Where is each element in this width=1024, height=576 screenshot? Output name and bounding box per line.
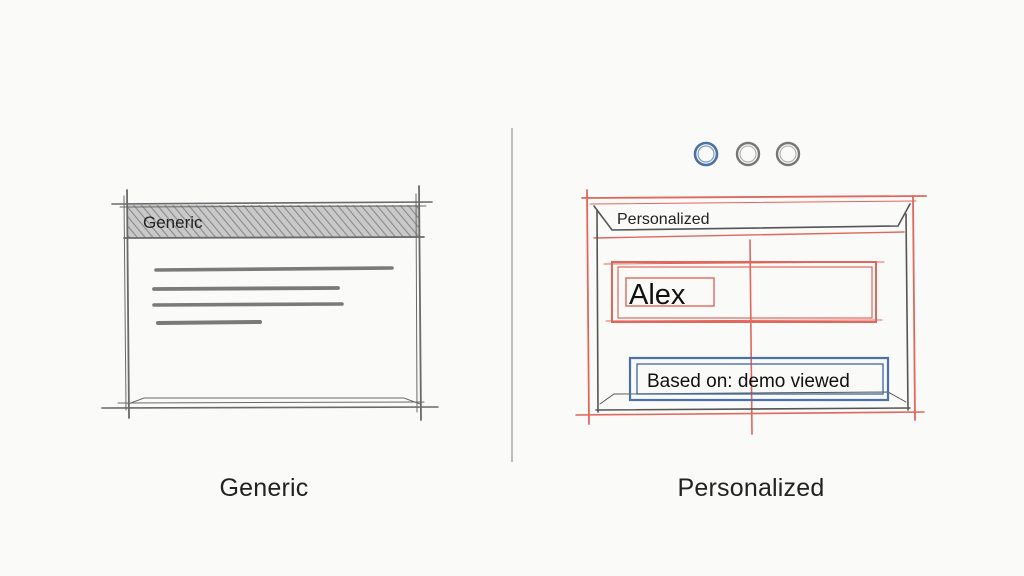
- personalized-frame-top: [581, 195, 927, 199]
- name-field-outer: [611, 261, 877, 323]
- basis-label-outer: [628, 356, 890, 402]
- generic-caption: Generic: [219, 474, 309, 502]
- personalized-window-title: Personalized: [617, 211, 710, 228]
- generic-text-line: [156, 320, 262, 325]
- generic-window-header-bar: [128, 205, 420, 238]
- generic-frame-header-divider: [123, 236, 425, 239]
- generic-frame-left: [126, 189, 130, 419]
- generic-text-line: [152, 302, 344, 307]
- generic-window-title: Generic: [143, 213, 203, 232]
- generic-frame-top: [111, 201, 433, 205]
- step-dot-active: [693, 141, 719, 167]
- generic-frame-bottom: [101, 406, 439, 409]
- personalized-header-divider: [593, 231, 905, 239]
- step-indicator: [693, 141, 801, 167]
- personalized-frame-left: [586, 189, 590, 425]
- personalized-frame-bottom: [575, 411, 925, 416]
- personalized-frame-right: [912, 195, 916, 421]
- generic-frame-right: [418, 185, 422, 421]
- personalized-caption: Personalized: [677, 474, 825, 502]
- generic-window: [101, 185, 439, 421]
- basis-label: Based on: demo viewed: [647, 371, 850, 392]
- generic-text-line: [154, 266, 394, 272]
- name-value-box: [625, 277, 715, 307]
- personalized-window: [575, 189, 927, 435]
- generic-text-line: [152, 286, 340, 291]
- personalized-vertical-guide: [749, 239, 753, 435]
- step-dot: [775, 141, 801, 167]
- step-dot: [735, 141, 761, 167]
- name-field-value: Alex: [629, 279, 686, 311]
